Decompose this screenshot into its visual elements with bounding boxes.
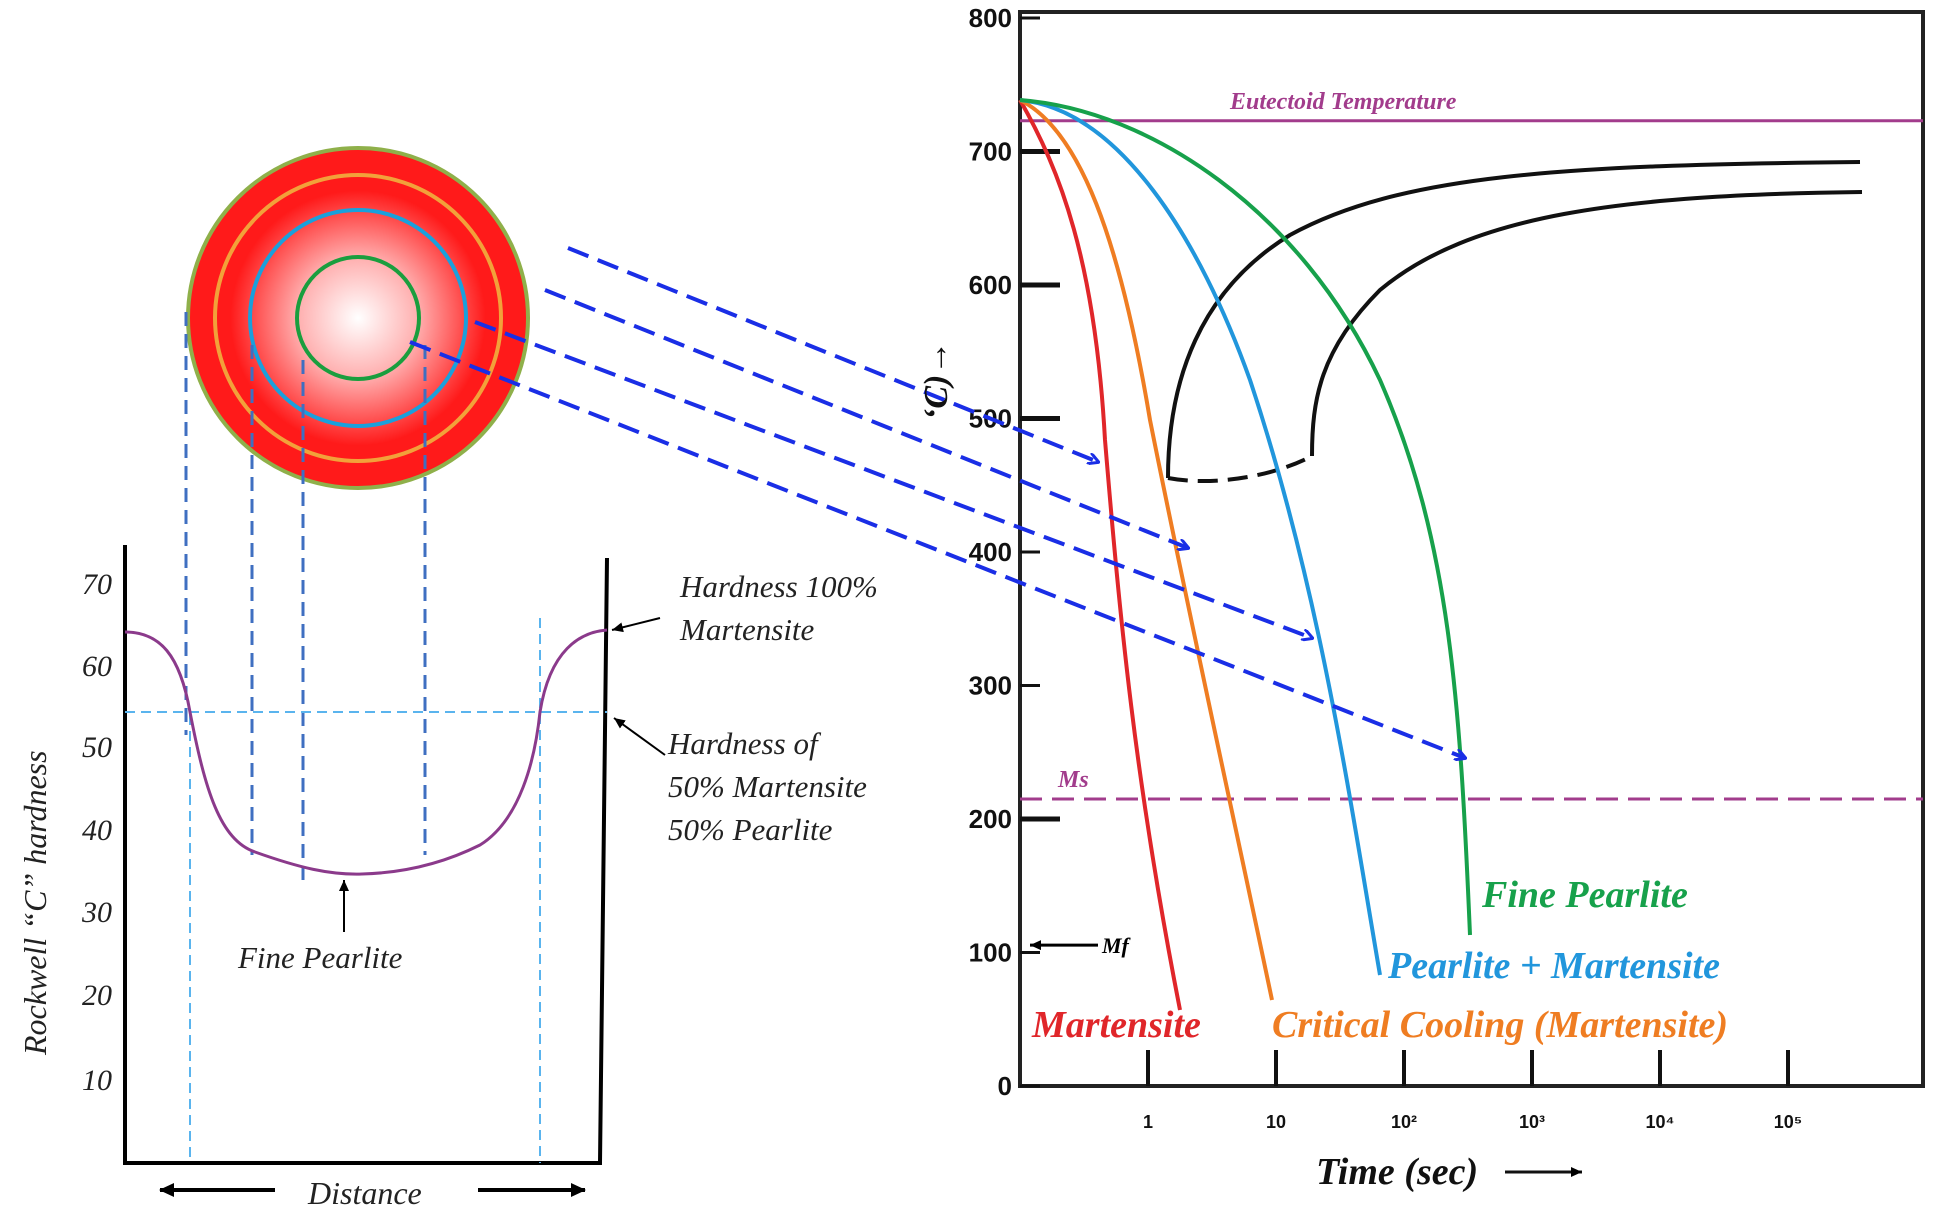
series-label-martensite: Martensite <box>1031 1004 1201 1046</box>
martensite-hardness-line1: Hardness 100% <box>679 569 878 604</box>
rod-to-chart-arrows <box>409 246 1465 758</box>
ytick-60: 60 <box>82 650 112 683</box>
ytick-50: 50 <box>82 731 112 764</box>
ring-mid <box>248 208 468 428</box>
martensite-pointer <box>611 617 661 633</box>
ytick-label: 0 <box>998 1071 1012 1101</box>
martensite-hardness-line2: Martensite <box>679 612 815 647</box>
ytick-label: 800 <box>969 3 1012 33</box>
rod-disc <box>186 146 530 490</box>
transformation-dashed-bottom <box>1167 454 1313 484</box>
series-label-pearlite-martensite: Pearlite + Martensite <box>1387 945 1720 987</box>
pearlite-start-curve <box>1166 160 1861 479</box>
ytick-70: 70 <box>82 568 112 601</box>
series-martensite-curve <box>1018 99 1182 1011</box>
half-hardness-pointer <box>613 717 666 756</box>
chart-xlabel: Time (sec) <box>1316 1151 1478 1193</box>
ytick-label: 300 <box>969 671 1012 701</box>
arrow-ring-outer <box>544 288 1188 548</box>
ytick-20: 20 <box>82 979 112 1012</box>
distance-label: Distance <box>307 1175 422 1206</box>
series-critical-curve <box>1019 98 1274 1001</box>
ytick-10: 10 <box>82 1064 112 1097</box>
ytick-label: 200 <box>969 804 1012 834</box>
rod-cross-section <box>186 146 530 490</box>
xtick-label: 10⁴ <box>1646 1112 1675 1132</box>
pearlite-finish-curve <box>1310 190 1863 457</box>
ytick-label: 400 <box>969 537 1012 567</box>
half-hardness-line2: 50% Martensite <box>668 769 867 804</box>
hardness-ylabel: Rockwell “C” hardness <box>17 750 53 1056</box>
ytick-label: 100 <box>969 938 1012 968</box>
ms-label: Ms <box>1057 767 1089 793</box>
xtick-label: 1 <box>1143 1112 1153 1132</box>
eutectoid-label: Eutectoid Temperature <box>1229 89 1457 115</box>
arrow-ring-mid <box>474 320 1312 638</box>
half-hardness-line3: 50% Pearlite <box>668 812 833 847</box>
xtick-label: 10² <box>1391 1112 1417 1132</box>
series-fine-pearlite-curve <box>1019 98 1472 936</box>
ytick-label: 700 <box>969 137 1012 167</box>
series-label-critical: Critical Cooling (Martensite) <box>1272 1004 1728 1046</box>
series-pearlite-martensite-curve <box>1019 98 1382 976</box>
hardness-plot: 70 60 50 40 30 20 10 Rockwell “C” hardne… <box>17 545 878 1206</box>
hardness-curve <box>124 628 608 876</box>
ring-surface <box>213 173 503 463</box>
xtick-label: 10 <box>1266 1112 1286 1132</box>
half-hardness-line1: Hardness of <box>667 726 822 761</box>
mf-label: Mf <box>1101 933 1132 958</box>
ring-center <box>295 255 421 381</box>
fine-pearlite-label: Fine Pearlite <box>237 940 403 975</box>
chart-x-ticks: 1 10 10² 10³ 10⁴ 10⁵ <box>1143 1050 1802 1132</box>
ytick-40: 40 <box>82 814 112 847</box>
arrow-center <box>409 340 1465 758</box>
projection-lines <box>184 312 427 880</box>
ytick-label: 600 <box>969 270 1012 300</box>
series-label-fine-pearlite: Fine Pearlite <box>1481 874 1688 916</box>
chart-frame <box>1018 10 1925 1088</box>
xtick-label: 10⁵ <box>1774 1112 1802 1132</box>
ytick-30: 30 <box>81 896 112 929</box>
chart-ylabel: ‘C)→ <box>918 341 955 420</box>
hardness-axes <box>123 545 609 1165</box>
xtick-label: 10³ <box>1519 1112 1545 1132</box>
